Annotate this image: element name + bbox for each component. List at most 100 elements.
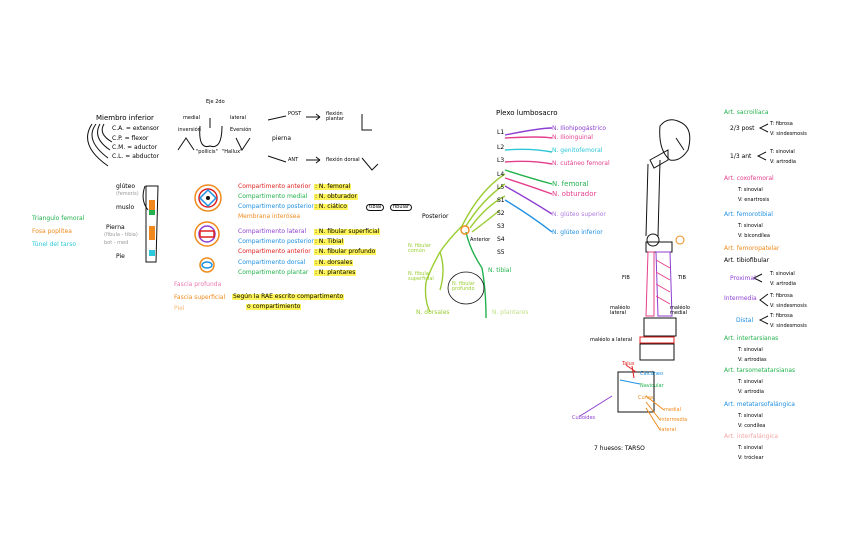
art-line: V: sindesmosis <box>770 303 807 309</box>
piel: Piel <box>174 305 185 312</box>
plexus-lines <box>424 127 553 319</box>
art-line: V: sindesmosis <box>770 131 807 137</box>
art-title: Intermedia <box>724 295 757 302</box>
branch-label: N. Ilioinguinal <box>552 134 593 141</box>
maleolo-medial-label: maléolo medial <box>670 305 690 316</box>
posterior-label: Posterior <box>422 213 449 220</box>
art-line: V: artrodia <box>738 389 764 395</box>
compartment-nerve: : N. ciático <box>314 203 348 210</box>
intro-hooks <box>87 123 113 167</box>
skeleton-pointers <box>579 365 665 431</box>
art-line: T: sinovial <box>738 223 763 229</box>
compartment-name: Compartimento lateral <box>238 228 307 235</box>
art-line: V: artrodia <box>770 159 796 165</box>
tarso-count: 7 huesos: TARSO <box>594 445 645 452</box>
muslo-label: muslo <box>116 204 135 211</box>
art-title: Art. metatarsofalángica <box>724 401 795 408</box>
cross-sections <box>194 184 222 273</box>
art-line: V: artrodias <box>738 357 767 363</box>
pie-label: Pie <box>116 253 125 260</box>
branch-label: N. cutáneo femoral <box>552 160 610 167</box>
intermedia-label: intermedia <box>660 417 688 423</box>
medial-label: medial <box>664 407 681 413</box>
art-line: T: sinovial <box>738 379 763 385</box>
plexo-title: Plexo lumbosacro <box>496 109 558 117</box>
hallux-label: "Hallux" <box>222 149 243 155</box>
lateral-label: lateral <box>660 427 676 433</box>
compartment-name: Compartimento plantar <box>238 269 309 276</box>
lateral-label: lateral <box>230 115 246 121</box>
dorsales-label: N. dorsales <box>416 309 450 316</box>
art-title: Art. coxofemoral <box>724 175 774 182</box>
art-line: V: artrodia <box>770 281 796 287</box>
art-line: T: sinovial <box>738 347 763 353</box>
region-legend-item: Triangulo femoral <box>32 215 85 222</box>
art-title: Art. femorotibial <box>724 211 773 218</box>
art-title: Art. sacroilíaca <box>724 109 769 116</box>
art-line: T: sinovial <box>738 187 763 193</box>
root-label: L1 <box>497 129 505 136</box>
axis-label: Eje 2do <box>206 99 225 105</box>
navicular-label: Navicular <box>640 383 664 389</box>
art-title: Art. intertarsianas <box>724 335 779 342</box>
compartment-name: Compartimento posterior <box>238 238 314 245</box>
cuboides-label: Cuboides <box>572 415 596 421</box>
maleolo-lateral-label: maléolo lateral <box>610 305 630 316</box>
art-title: Art. tarsometatarsianas <box>724 367 796 374</box>
art-title: Proximal <box>730 275 756 282</box>
root-label: S1 <box>497 197 505 204</box>
art-line: T: sinovial <box>738 413 763 419</box>
root-label: S5 <box>497 249 505 256</box>
root-label: L3 <box>497 157 505 164</box>
fibular-profundo-label: N. fibular profundo <box>452 281 475 292</box>
root-label: S4 <box>497 236 505 243</box>
intro-line: C.L. = abductor <box>112 153 160 160</box>
flexion-dorsal-label: flexión dorsal <box>326 157 360 163</box>
fibular-comun-label: N. fibular común <box>408 243 431 254</box>
membro-heading: Miembro inferior <box>96 114 154 122</box>
compartment-name: Membrana interósea <box>238 213 301 220</box>
art-line: T: fibrosa <box>770 121 793 127</box>
compartment-name: Compartimento posterior <box>238 203 314 210</box>
compartment-name: Compartimento medial <box>238 193 308 200</box>
root-label: S2 <box>497 210 505 217</box>
pierna-region-label: Pierna <box>106 224 125 231</box>
pill-tibial: tibial <box>366 204 385 211</box>
root-label: S3 <box>497 223 505 230</box>
art-line: V: bicondílea <box>738 233 770 239</box>
compartment-name: Compartimento anterior <box>238 183 311 190</box>
ant-label: ANT <box>288 157 299 163</box>
art-prefix: 2/3 post <box>730 125 755 132</box>
intro-line: C.P. = flexor <box>112 135 149 142</box>
fib-label: FIB <box>622 275 630 281</box>
root-label: L4 <box>497 171 505 178</box>
root-label: L5 <box>497 184 505 191</box>
compartment-nerve: : N. dorsales <box>314 259 354 266</box>
compartment-name: Compartimento dorsal <box>238 259 306 266</box>
branch-label: N. glúteo inferior <box>552 229 603 236</box>
art-title: Art. tibiofibular <box>724 257 770 264</box>
art-line: T: fibrosa <box>770 313 793 319</box>
art-title: Distal <box>736 317 754 324</box>
art-line: V: sindesmosis <box>770 323 807 329</box>
art-line: V: tróclear <box>738 455 764 461</box>
plantares-label: N. plantares <box>492 309 529 316</box>
skeleton-drawing <box>617 119 691 413</box>
region-legend-item: Túnel del tarso <box>32 241 76 248</box>
branch-label: N. glúteo superior <box>552 211 606 218</box>
inversion-label: inversión <box>178 127 201 133</box>
intro-line: C.M. = aductor <box>112 144 158 151</box>
art-line: V: enartrosis <box>738 197 770 203</box>
fibular-superficial-label: N. fibular superficial <box>408 271 434 282</box>
fascia-superficial: Fascia superficial <box>174 294 226 301</box>
pierna-sub2: bot - med <box>104 240 129 246</box>
branch-label: N. femoral <box>552 180 589 188</box>
art-line: V: condílea <box>738 423 766 429</box>
compartment-nerve: : N. Tibial <box>314 238 345 245</box>
compartment-nerve: : N. fibular superficial <box>314 228 381 235</box>
art-line: T: sinovial <box>770 149 795 155</box>
pierna-sub: (fíbula - tibia) <box>104 232 138 238</box>
pollicis-label: "pollicis" <box>196 149 218 155</box>
compartment-nerve: : N. fibular profundo <box>314 248 377 255</box>
